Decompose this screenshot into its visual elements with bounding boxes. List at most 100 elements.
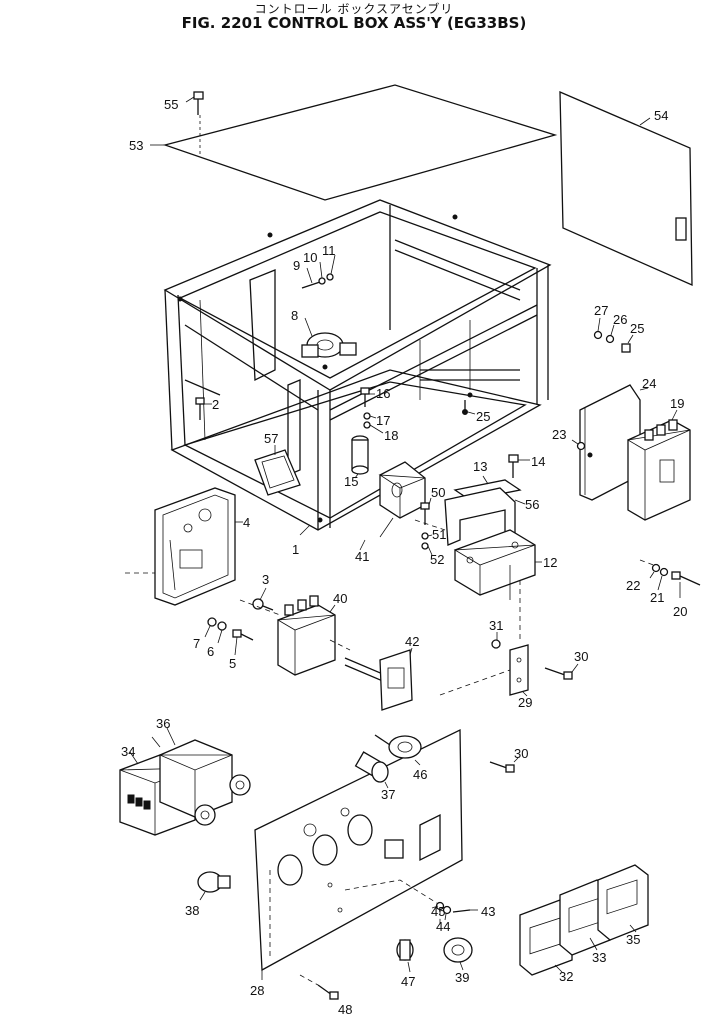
callout-30-upper: 30 (574, 649, 588, 664)
callout-34: 34 (121, 744, 135, 759)
part-24 (579, 384, 649, 501)
part-47 (396, 939, 414, 973)
callout-31: 31 (489, 618, 503, 633)
callout-38: 38 (185, 903, 199, 918)
callout-18: 18 (384, 428, 398, 443)
part-19 (626, 409, 691, 521)
callout-45: 45 (431, 904, 445, 919)
callout-46: 46 (413, 767, 427, 782)
callout-3: 3 (262, 572, 269, 587)
part-8 (301, 317, 357, 358)
part-14 (508, 454, 530, 478)
callout-21: 21 (650, 590, 664, 605)
hardware-50-51-52 (420, 497, 433, 556)
meter-35 (597, 864, 649, 941)
hardware-16-17-18 (360, 387, 384, 434)
part-31 (491, 632, 501, 649)
part-57 (254, 445, 301, 496)
callout-labels: 55 53 54 9 10 11 8 27 26 25 24 19 23 16 … (121, 97, 687, 1015)
figure-title: FIG. 2201 CONTROL BOX ASS'Y (EG33BS) (181, 14, 527, 32)
callout-15: 15 (344, 474, 358, 489)
callout-40: 40 (333, 591, 347, 606)
callout-44: 44 (436, 919, 450, 934)
part-56 (444, 487, 526, 547)
callout-50: 50 (431, 485, 445, 500)
callout-27: 27 (594, 303, 608, 318)
part-37 (354, 751, 389, 789)
part-12 (453, 529, 542, 600)
callout-10: 10 (303, 250, 317, 265)
callout-17: 17 (376, 413, 390, 428)
callout-53: 53 (129, 138, 143, 153)
callout-2: 2 (212, 397, 219, 412)
callout-11: 11 (322, 243, 336, 258)
callout-25-frame: 25 (476, 409, 490, 424)
top-cover-plate (150, 84, 558, 201)
title-japanese: コントロール ボックスアセンブリ (254, 2, 454, 16)
part-40 (276, 595, 336, 676)
part-25-frame (462, 400, 476, 415)
callout-5: 5 (229, 656, 236, 671)
part-28 (254, 728, 463, 980)
callout-28: 28 (250, 983, 264, 998)
callout-57: 57 (264, 431, 278, 446)
bolt-55 (185, 91, 204, 115)
callout-41: 41 (355, 549, 369, 564)
callout-48: 48 (338, 1002, 352, 1015)
callout-22: 22 (626, 578, 640, 593)
callout-19: 19 (670, 396, 684, 411)
hardware-5-6-7 (204, 617, 254, 656)
callout-51: 51 (432, 527, 446, 542)
part-30-upper (544, 663, 579, 680)
side-panel (559, 91, 693, 287)
part-36 (159, 727, 233, 818)
hardware-20-21-22 (639, 559, 701, 598)
callout-52: 52 (430, 552, 444, 567)
part-46 (374, 734, 422, 766)
meter-32 (519, 899, 573, 976)
callout-54: 54 (654, 108, 668, 123)
callout-23: 23 (552, 427, 566, 442)
part-2 (195, 397, 212, 420)
part-48 (299, 974, 339, 1000)
callout-16: 16 (376, 386, 390, 401)
callout-47: 47 (401, 974, 415, 989)
callout-56: 56 (525, 497, 539, 512)
part-15 (351, 435, 369, 479)
callout-29: 29 (518, 695, 532, 710)
callout-8: 8 (291, 308, 298, 323)
part-30-lower (489, 757, 519, 773)
hardware-43-44-45 (431, 901, 478, 921)
callout-26: 26 (613, 312, 627, 327)
main-frame (163, 199, 552, 531)
hardware-9-10-11 (301, 254, 336, 289)
callout-37: 37 (381, 787, 395, 802)
callout-24: 24 (642, 376, 656, 391)
part-39 (443, 937, 473, 971)
callout-25-right: 25 (630, 321, 644, 336)
part-38 (197, 871, 231, 901)
hardware-25-26-27 (593, 317, 634, 353)
callout-36: 36 (156, 716, 170, 731)
callout-4: 4 (243, 515, 250, 530)
callout-42: 42 (405, 634, 419, 649)
callout-14: 14 (531, 454, 545, 469)
callout-12: 12 (543, 555, 557, 570)
part-4 (154, 487, 243, 606)
callout-7: 7 (193, 636, 200, 651)
callout-39: 39 (455, 970, 469, 985)
callout-33: 33 (592, 950, 606, 965)
callout-35: 35 (626, 932, 640, 947)
part-29 (509, 644, 529, 697)
knob-34-36 (194, 774, 251, 826)
part-42 (344, 647, 413, 711)
callout-1: 1 (292, 542, 299, 557)
callout-30-lower: 30 (514, 746, 528, 761)
callout-32: 32 (559, 969, 573, 984)
callout-13: 13 (473, 459, 487, 474)
part-41 (378, 461, 426, 538)
callout-9: 9 (293, 258, 300, 273)
part-23 (571, 439, 586, 451)
